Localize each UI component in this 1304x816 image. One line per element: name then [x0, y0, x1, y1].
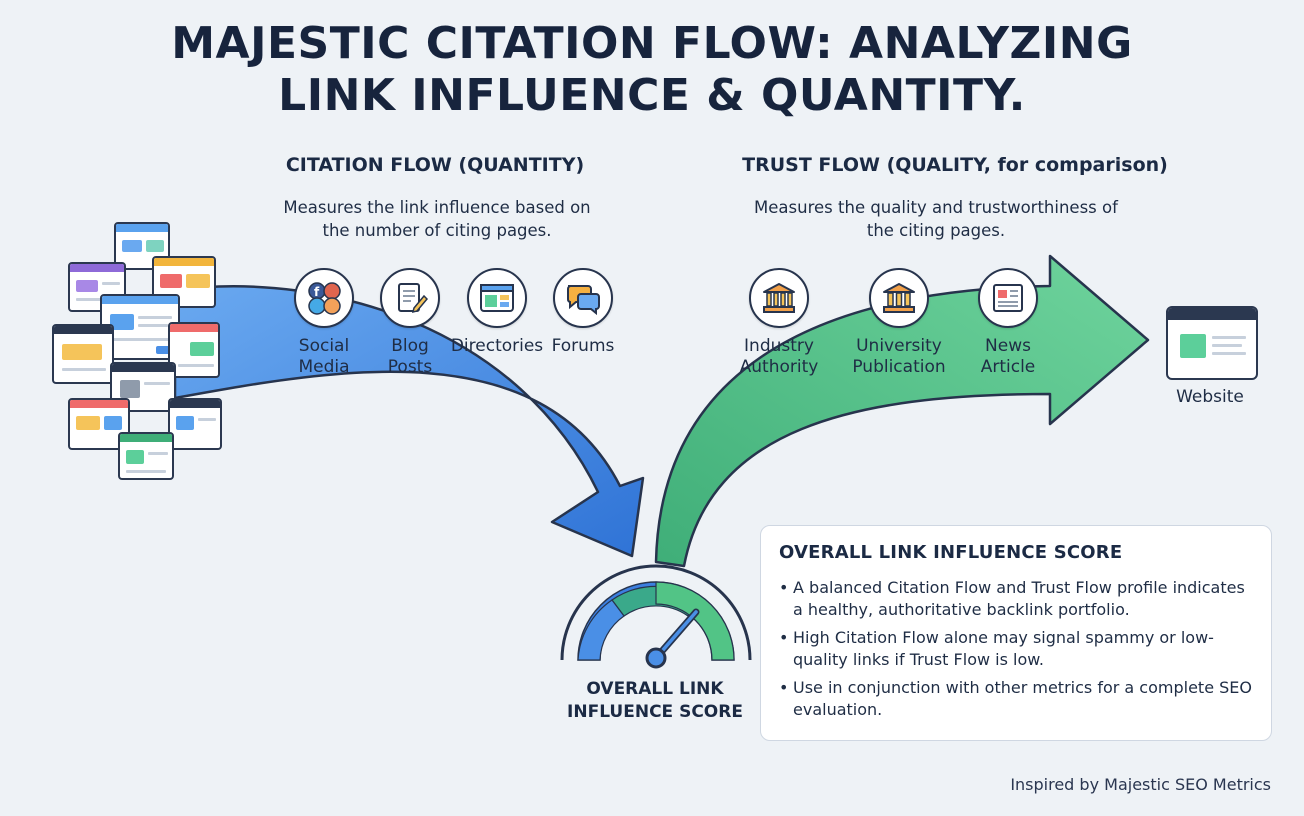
- gauge-label: OVERALL LINK INFLUENCE SCORE: [555, 678, 755, 724]
- citation-flow-heading: CITATION FLOW (QUANTITY): [285, 154, 585, 176]
- website-label: Website: [1176, 387, 1244, 407]
- trust-flow-description: Measures the quality and trustworthiness…: [726, 196, 1146, 242]
- browser-window-icon: [114, 222, 170, 270]
- forums-label: Forums: [551, 336, 615, 356]
- influence-gauge: [560, 564, 752, 669]
- trust-flow-heading: TRUST FLOW (QUALITY, for comparison): [742, 154, 1168, 176]
- browser-window-icon: [118, 432, 174, 480]
- score-bullet: A balanced Citation Flow and Trust Flow …: [779, 577, 1253, 621]
- citation-desc-line-1: Measures the link influence based on: [283, 198, 591, 217]
- social-media-icon: f: [294, 268, 354, 328]
- score-bullet-list: A balanced Citation Flow and Trust Flow …: [779, 577, 1253, 721]
- citation-desc-line-2: the number of citing pages.: [322, 221, 552, 240]
- page-title: MAJESTIC CITATION FLOW: ANALYZING LINK I…: [0, 18, 1304, 122]
- industry-authority-icon: [749, 268, 809, 328]
- score-bullet: High Citation Flow alone may signal spam…: [779, 627, 1253, 671]
- trust-desc-line-1: Measures the quality and trustworthiness…: [754, 198, 1118, 217]
- news-article-icon: [978, 268, 1038, 328]
- citing-pages-cluster: [50, 220, 225, 485]
- trust-flow-arrow: [654, 254, 1150, 568]
- svg-text:f: f: [314, 285, 320, 299]
- browser-window-icon: [68, 398, 130, 450]
- gauge-label-line-2: INFLUENCE SCORE: [567, 702, 743, 722]
- citation-flow-description: Measures the link influence based on the…: [227, 196, 647, 242]
- score-box-heading: OVERALL LINK INFLUENCE SCORE: [779, 542, 1123, 563]
- forums-icon: [553, 268, 613, 328]
- title-line-2: LINK INFLUENCE & QUANTITY.: [278, 70, 1026, 121]
- title-line-1: MAJESTIC CITATION FLOW: ANALYZING: [171, 18, 1133, 69]
- directories-label: Directories: [450, 336, 544, 356]
- trust-desc-line-2: the citing pages.: [866, 221, 1006, 240]
- website-icon: [1166, 306, 1258, 380]
- credit-text: Inspired by Majestic SEO Metrics: [1010, 775, 1271, 794]
- score-summary-box: OVERALL LINK INFLUENCE SCORE A balanced …: [760, 525, 1272, 741]
- browser-window-icon: [52, 324, 114, 384]
- score-bullet: Use in conjunction with other metrics fo…: [779, 677, 1253, 721]
- browser-window-icon: [152, 256, 216, 308]
- browser-window-icon: [168, 322, 220, 378]
- directories-icon: [467, 268, 527, 328]
- browser-window-icon: [110, 362, 176, 412]
- university-publication-icon: [869, 268, 929, 328]
- browser-window-icon: [168, 398, 222, 450]
- blog-posts-icon: [380, 268, 440, 328]
- gauge-label-line-1: OVERALL LINK: [586, 679, 724, 699]
